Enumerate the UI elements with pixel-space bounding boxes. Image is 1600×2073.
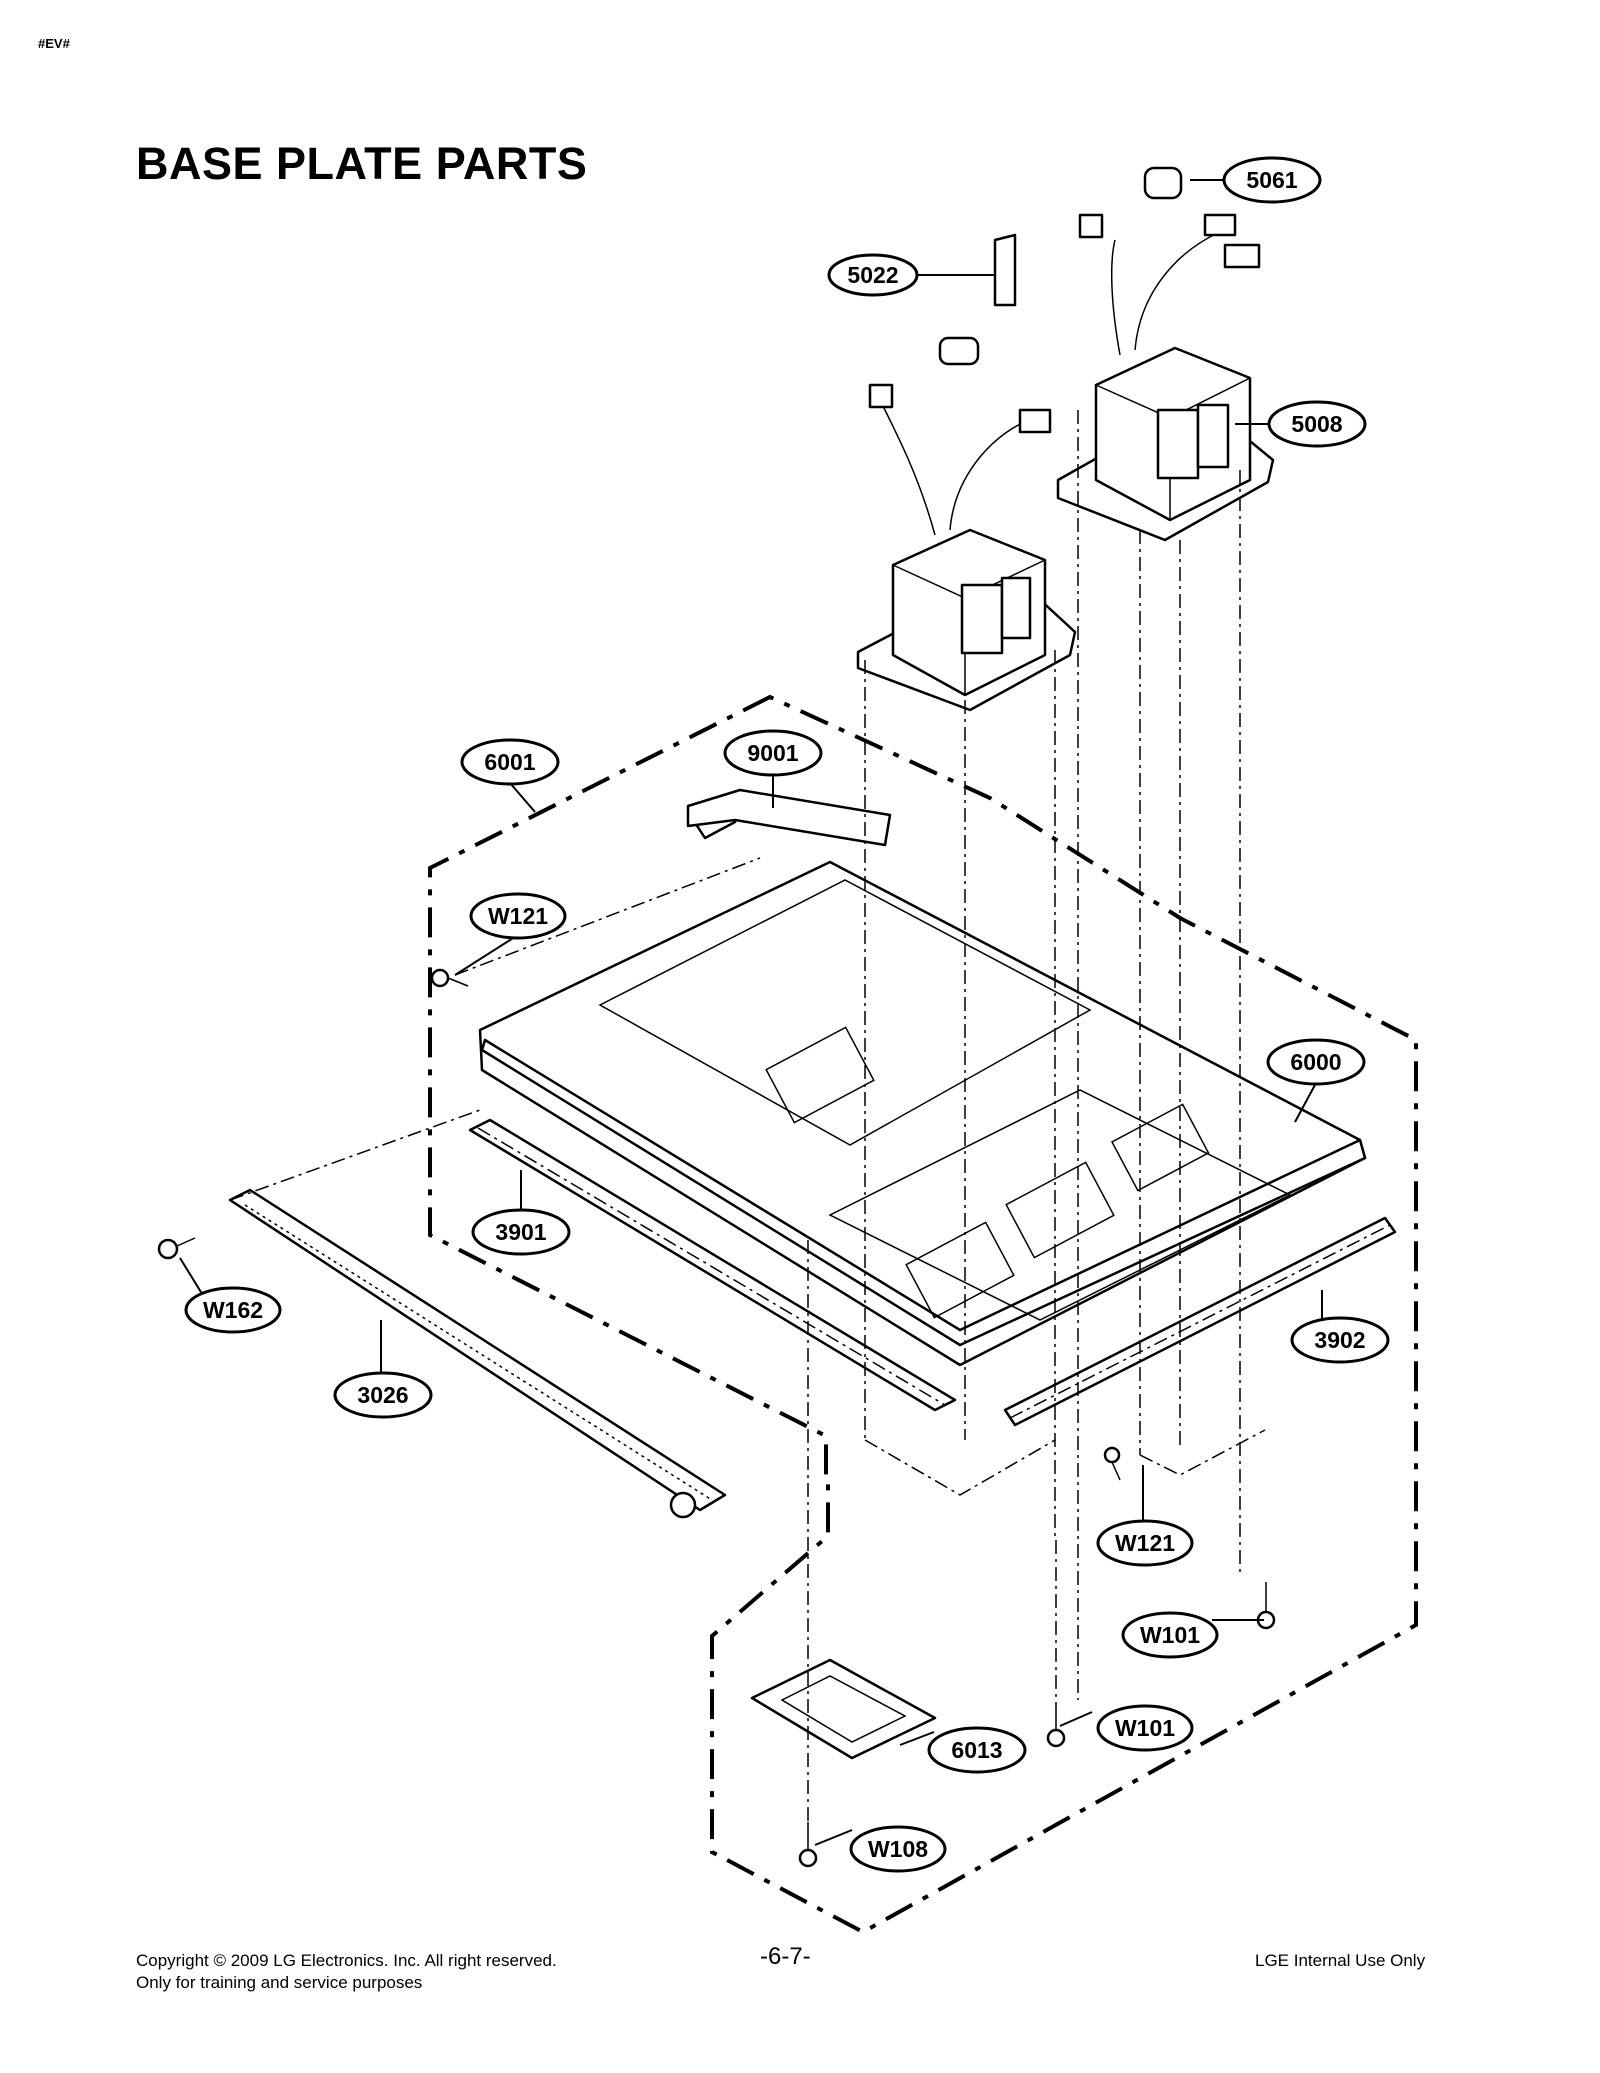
svg-text:9001: 9001 — [747, 740, 798, 766]
cover-plate-6013 — [750, 1658, 937, 1760]
callout-5008: 5008 — [1267, 400, 1367, 448]
callout-5022: 5022 — [827, 253, 919, 297]
callout-w121-upper: W121 — [469, 892, 567, 940]
base-plate — [478, 798, 1367, 1367]
copyright-text: Copyright © 2009 LG Electronics. Inc. Al… — [136, 1951, 557, 1970]
svg-text:W121: W121 — [488, 903, 548, 929]
svg-text:3026: 3026 — [357, 1382, 408, 1408]
page-title: BASE PLATE PARTS — [136, 138, 588, 189]
insulation-strip-3902 — [1003, 1216, 1397, 1427]
callout-w121-lower: W121 — [1096, 1519, 1194, 1567]
insulation-strip-3901 — [468, 1118, 957, 1412]
assembly-phantom-outline — [428, 694, 1418, 1935]
svg-text:W101: W101 — [1115, 1715, 1175, 1741]
vent-strip-3026 — [228, 1188, 727, 1519]
svg-text:6013: 6013 — [951, 1737, 1002, 1763]
callout-5061: 5061 — [1222, 156, 1322, 204]
callout-9001: 9001 — [723, 729, 823, 777]
alignment-lines — [229, 410, 1266, 1822]
svg-text:W108: W108 — [868, 1836, 928, 1862]
svg-text:W121: W121 — [1115, 1530, 1175, 1556]
callout-3901: 3901 — [471, 1208, 571, 1256]
page-number: -6-7- — [760, 1943, 811, 1970]
svg-text:6001: 6001 — [484, 749, 535, 775]
internal-use-note: LGE Internal Use Only — [1255, 1951, 1426, 1970]
svg-text:6000: 6000 — [1290, 1049, 1341, 1075]
callout-3026: 3026 — [333, 1371, 433, 1419]
svg-text:5008: 5008 — [1291, 411, 1342, 437]
screw-w162 — [157, 1237, 196, 1260]
screw-w101-lower — [1046, 1702, 1066, 1748]
svg-text:3901: 3901 — [495, 1219, 546, 1245]
purpose-text: Only for training and service purposes — [136, 1973, 423, 1992]
screw-w108 — [798, 1822, 818, 1868]
svg-text:5061: 5061 — [1246, 167, 1297, 193]
callout-w101-lower: W101 — [1096, 1704, 1194, 1752]
screw-w101-upper — [1256, 1582, 1276, 1630]
callout-6013: 6013 — [927, 1726, 1027, 1774]
transformer-left — [856, 336, 1077, 712]
callout-w108: W108 — [849, 1825, 947, 1873]
transformer-right — [993, 166, 1275, 542]
leader-lines — [179, 179, 1323, 1846]
svg-text:W101: W101 — [1140, 1622, 1200, 1648]
svg-text:5022: 5022 — [847, 262, 898, 288]
callout-6001: 6001 — [460, 738, 560, 786]
svg-text:3902: 3902 — [1314, 1327, 1365, 1353]
callout-w101-upper: W101 — [1121, 1611, 1219, 1659]
document-tag: #EV# — [38, 36, 70, 51]
callout-w162: W162 — [184, 1286, 282, 1334]
footer-copyright: Copyright © 2009 LG Electronics. Inc. Al… — [136, 1950, 557, 1994]
screw-w121-left — [430, 968, 469, 988]
callout-3902: 3902 — [1290, 1316, 1390, 1364]
callout-6000: 6000 — [1266, 1038, 1366, 1086]
gasket-strip-9001 — [686, 788, 892, 847]
screw-w121-right — [1103, 1446, 1121, 1481]
svg-text:W162: W162 — [203, 1297, 263, 1323]
